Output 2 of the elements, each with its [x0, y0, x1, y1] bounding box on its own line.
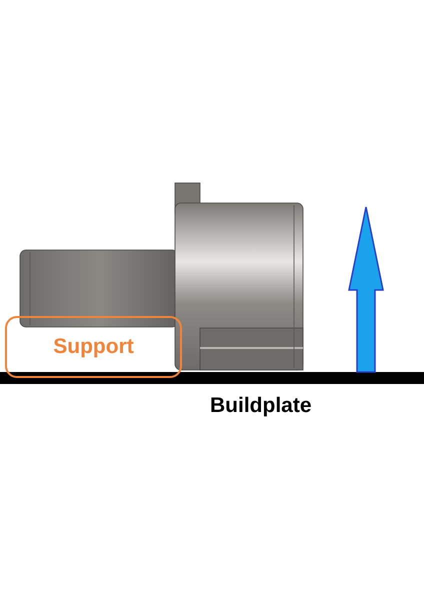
- buildplate-label: Buildplate: [210, 393, 312, 419]
- support-box: Support: [5, 316, 182, 378]
